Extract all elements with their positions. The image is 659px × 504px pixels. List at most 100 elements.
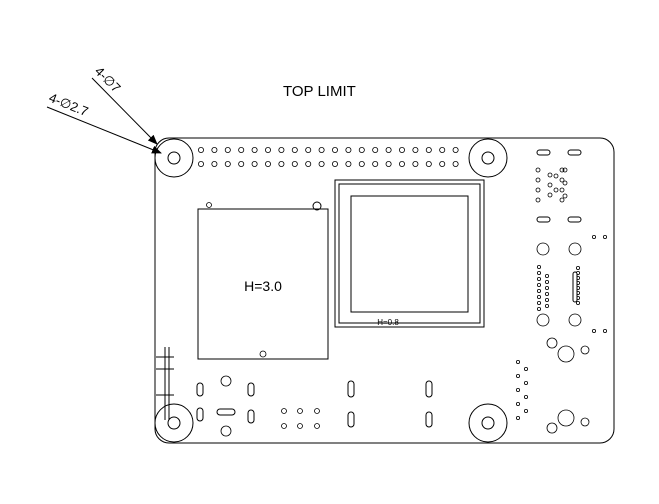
gpio-pin xyxy=(318,146,325,153)
gpio-pin xyxy=(211,146,218,153)
test-point xyxy=(537,264,542,269)
gpio-header xyxy=(197,146,459,167)
test-point xyxy=(516,373,521,378)
via-large xyxy=(568,313,582,327)
gpio-pin xyxy=(197,160,204,167)
test-point xyxy=(535,187,541,193)
via-large xyxy=(536,242,550,256)
gpio-pin xyxy=(345,146,352,153)
test-point xyxy=(524,394,529,399)
gpio-pin xyxy=(372,146,379,153)
test-point xyxy=(545,279,550,284)
test-point xyxy=(553,187,559,193)
test-point xyxy=(547,172,553,178)
test-point xyxy=(545,273,550,278)
test-point xyxy=(603,234,608,239)
via-large xyxy=(536,313,550,327)
gpio-pin xyxy=(211,160,218,167)
gpio-pin xyxy=(251,160,258,167)
test-point xyxy=(314,408,320,414)
gpio-pin xyxy=(291,160,298,167)
test-point xyxy=(547,182,553,188)
via-small xyxy=(580,417,590,427)
drawing-title: TOP LIMIT xyxy=(283,83,356,100)
via-large xyxy=(557,409,575,427)
test-point xyxy=(559,197,565,203)
soc-component: H=0.8 xyxy=(334,179,485,328)
leader-small-hole xyxy=(46,106,162,154)
test-point xyxy=(553,173,559,179)
mounting-hole-top-right xyxy=(468,138,508,178)
test-point xyxy=(545,285,550,290)
bottom-test-points xyxy=(281,408,320,429)
test-point xyxy=(537,294,542,299)
test-point xyxy=(281,423,287,429)
test-point xyxy=(545,291,550,296)
test-point xyxy=(545,303,550,308)
test-point xyxy=(537,270,542,275)
left-component-label: H=3.0 xyxy=(244,278,282,294)
board-outline xyxy=(154,137,615,444)
gpio-pin xyxy=(412,160,419,167)
gpio-pin xyxy=(331,146,338,153)
gpio-pin xyxy=(224,160,231,167)
gpio-pin xyxy=(358,146,365,153)
test-point xyxy=(592,328,597,333)
gpio-pin xyxy=(385,160,392,167)
test-point xyxy=(576,300,581,305)
test-point xyxy=(545,297,550,302)
via-small xyxy=(580,345,590,355)
test-point xyxy=(562,193,568,199)
test-point xyxy=(537,276,542,281)
gpio-pin xyxy=(318,160,325,167)
test-point xyxy=(281,408,287,414)
gpio-pin xyxy=(385,146,392,153)
test-point xyxy=(314,423,320,429)
callout-small-hole: 4-∅2.7 xyxy=(47,90,91,119)
gpio-pin xyxy=(238,146,245,153)
gpio-pin xyxy=(305,146,312,153)
callout-large-hole: 4-∅7 xyxy=(92,64,124,96)
test-point xyxy=(516,387,521,392)
gpio-pin xyxy=(278,146,285,153)
gpio-pin xyxy=(439,160,446,167)
test-point xyxy=(537,282,542,287)
test-point xyxy=(562,180,568,186)
edge-marks xyxy=(156,347,174,420)
gpio-pin xyxy=(264,146,271,153)
test-point xyxy=(547,192,553,198)
test-point xyxy=(524,366,529,371)
test-point xyxy=(562,167,568,173)
gpio-pin xyxy=(291,146,298,153)
gpio-pin xyxy=(238,160,245,167)
connector-slot xyxy=(536,216,551,223)
mounting-hole-bottom-left xyxy=(154,403,194,443)
test-point xyxy=(297,423,303,429)
leader-large-hole xyxy=(91,77,158,145)
mounting-hole-bottom-right xyxy=(468,403,508,443)
gpio-pin xyxy=(425,146,432,153)
gpio-pin xyxy=(452,146,459,153)
gpio-pin xyxy=(358,160,365,167)
test-point xyxy=(516,415,521,420)
test-point xyxy=(576,265,581,270)
gpio-pin xyxy=(197,146,204,153)
right-side-connectors xyxy=(516,149,608,434)
gpio-pin xyxy=(372,160,379,167)
test-point xyxy=(537,300,542,305)
test-point xyxy=(535,177,541,183)
connector-slot xyxy=(536,149,551,156)
gpio-pin xyxy=(452,160,459,167)
connector-slot xyxy=(567,216,582,223)
gpio-pin xyxy=(264,160,271,167)
gpio-pin xyxy=(278,160,285,167)
test-point xyxy=(524,408,529,413)
via-large xyxy=(546,337,558,349)
connector-slot xyxy=(567,149,582,156)
test-point xyxy=(516,401,521,406)
test-point xyxy=(535,167,541,173)
test-point xyxy=(516,359,521,364)
via-large xyxy=(546,422,558,434)
left-component: H=3.0 xyxy=(197,201,329,360)
gpio-pin xyxy=(412,146,419,153)
